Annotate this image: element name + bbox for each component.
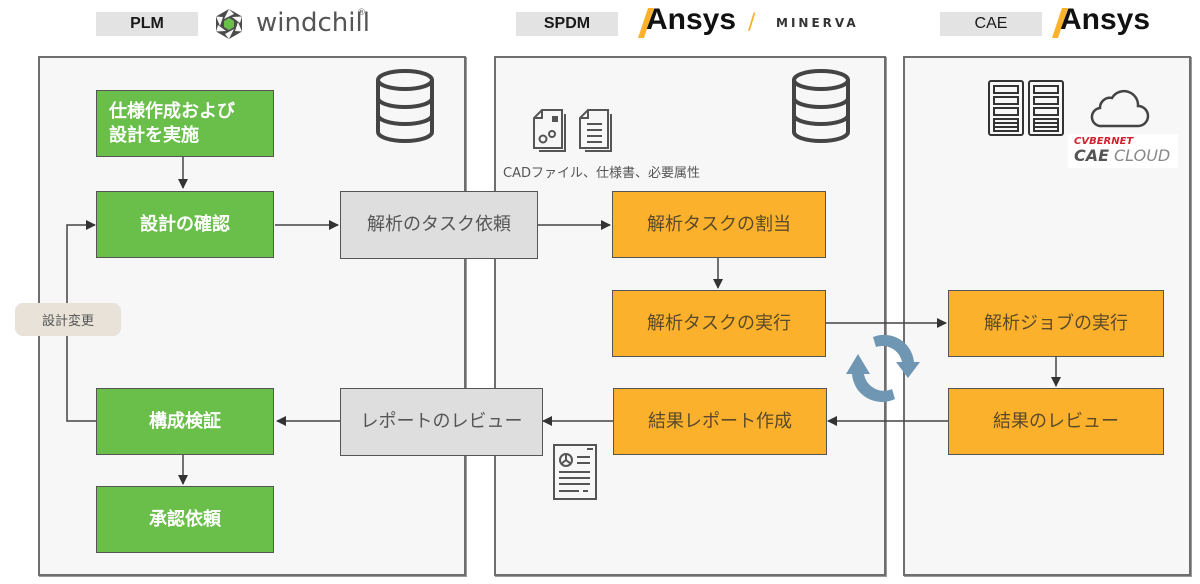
ansys-wordmark: Ansys: [1060, 3, 1151, 36]
cloud-icon: [1090, 89, 1150, 128]
ansys-wordmark: Ansys: [646, 3, 737, 36]
report-icon: [553, 444, 597, 500]
cybernet-cae-cloud-logo: CVBERNET CAE CLOUD: [1068, 134, 1178, 168]
ansys-logo: Ansys: [1050, 2, 1170, 42]
cae-tag: CAE: [940, 12, 1042, 36]
cae-wordmark: CAE: [1074, 146, 1110, 165]
windchill-wordmark: windchill: [256, 8, 370, 38]
box-job-execute-label: 解析ジョブの実行: [984, 312, 1128, 334]
box-report-review[interactable]: レポートのレビュー: [340, 388, 543, 456]
box-spec-design[interactable]: 仕様作成および 設計を実施: [96, 90, 274, 157]
box-task-request-label: 解析のタスク依頼: [367, 214, 511, 235]
box-design-review-label: 設計の確認: [140, 213, 230, 235]
logo-separator: /: [748, 10, 756, 35]
box-result-review[interactable]: 結果のレビュー: [948, 388, 1164, 455]
box-task-execute-label: 解析タスクの実行: [647, 312, 791, 334]
box-task-execute[interactable]: 解析タスクの実行: [612, 290, 826, 357]
server-rack-icon: [988, 80, 1064, 136]
files-caption: CADファイル、仕様書、必要属性: [503, 166, 700, 181]
cybernet-wordmark: CVBERNET: [1074, 136, 1134, 147]
box-report-review-label: レポートのレビュー: [360, 411, 523, 432]
box-result-review-label: 結果のレビュー: [993, 410, 1119, 432]
windchill-logo-icon: [216, 9, 242, 39]
box-spec-design-label: 仕様作成および 設計を実施: [109, 100, 235, 146]
box-approval-request-label: 承認依頼: [149, 508, 221, 530]
registered-mark: ®: [357, 8, 366, 18]
plm-tag: PLM: [96, 12, 198, 36]
minerva-wordmark: MINERVA: [776, 16, 859, 30]
ansys-minerva-logo: Ansys / MINERVA: [632, 2, 872, 42]
ansys-slash-icon: [638, 8, 654, 38]
cad-file-icon: [533, 109, 566, 152]
box-design-review[interactable]: 設計の確認: [96, 191, 274, 258]
box-config-verify[interactable]: 構成検証: [96, 388, 274, 455]
ansys-slash-icon: [1052, 8, 1068, 38]
box-report-create[interactable]: 結果レポート作成: [613, 388, 827, 455]
box-config-verify-label: 構成検証: [149, 410, 221, 432]
spdm-tag: SPDM: [516, 12, 618, 36]
box-job-execute[interactable]: 解析ジョブの実行: [948, 290, 1164, 357]
box-task-assign[interactable]: 解析タスクの割当: [612, 191, 826, 258]
box-task-request[interactable]: 解析のタスク依頼: [340, 191, 538, 259]
database-icon: [792, 69, 850, 143]
document-icon: [579, 109, 612, 152]
box-report-create-label: 結果レポート作成: [648, 410, 792, 432]
cloud-wordmark: CLOUD: [1114, 146, 1171, 165]
box-task-assign-label: 解析タスクの割当: [647, 213, 791, 235]
design-change-note: 設計変更: [15, 303, 121, 336]
windchill-logo: windchill ®: [212, 6, 372, 42]
box-approval-request[interactable]: 承認依頼: [96, 486, 274, 553]
database-icon: [376, 69, 434, 143]
